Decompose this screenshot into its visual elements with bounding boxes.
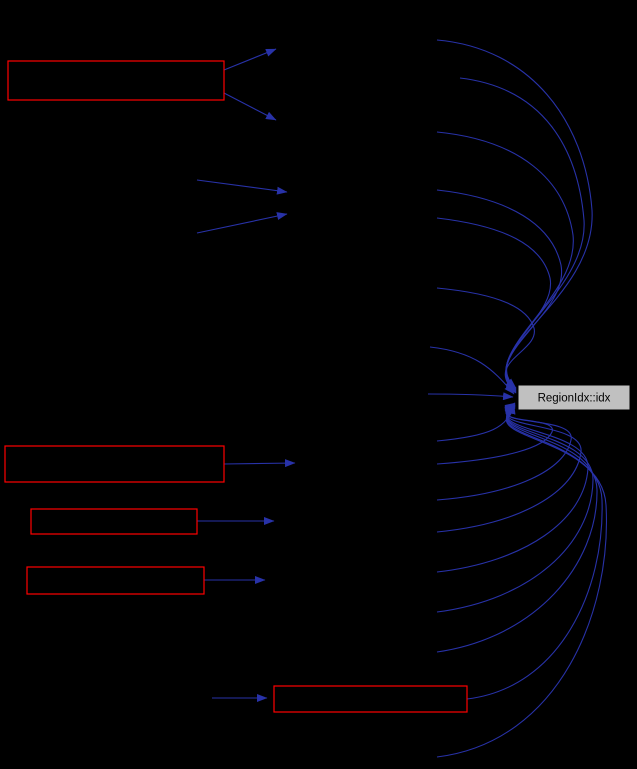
caller-node-box[interactable] [4,445,225,483]
target-node-box [517,384,631,411]
call-edge [436,131,574,391]
call-edge [459,77,585,390]
call-edge [436,403,572,501]
call-edge [436,217,551,393]
call-edge [436,407,608,758]
call-edge [223,92,277,121]
caller-node-box[interactable] [26,566,205,595]
call-edge [223,459,296,468]
target-node-layer: RegionIdx::idx [517,384,631,411]
call-edge [436,189,563,392]
call-edge [427,392,514,401]
call-edge [436,403,516,442]
call-edge [436,404,589,573]
call-edge [196,212,288,234]
caller-node-box[interactable] [273,685,468,713]
call-edge [436,287,535,394]
caller-nodes-layer [4,60,468,713]
call-edge [466,406,603,700]
edges-layer [196,39,608,758]
call-edge [196,179,288,195]
caller-node-box[interactable] [30,508,198,535]
caller-node-box[interactable] [7,60,225,101]
call-edge [429,346,515,395]
call-edge [436,405,598,653]
call-edge [436,39,593,389]
target-node-label: RegionIdx::idx [538,393,611,405]
call-edge [223,48,277,71]
call-edge [436,405,594,613]
